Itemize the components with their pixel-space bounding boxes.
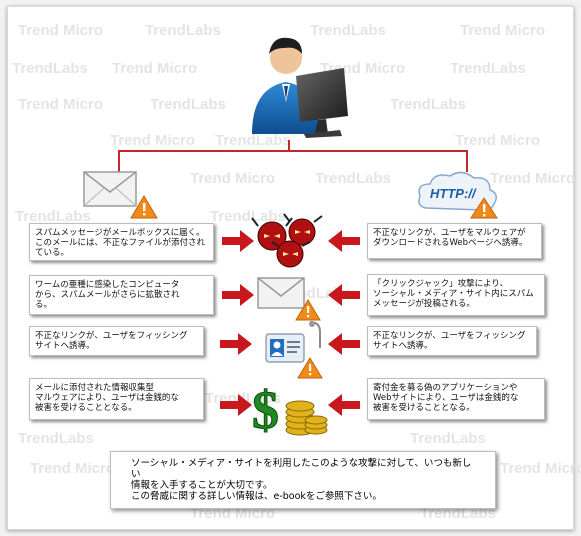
mail-warning-icon	[257, 277, 321, 321]
right-step-4-box: 寄付金を募る偽のアプリケーションや Webサイトにより、ユーザは金銭的な 被害を…	[367, 378, 545, 420]
arrow-right-icon	[222, 284, 254, 306]
bottom-note-box: ソーシャル・メディア・サイトを利用したこのような攻撃に対して、いつも新しい 情報…	[110, 451, 496, 509]
http-cloud-icon: HTTP://	[418, 171, 498, 219]
svg-text:$: $	[252, 380, 279, 438]
right-step-2-box: 「クリックジャック」攻撃により、 ソーシャル・メディア・サイト内にスパム メッセ…	[367, 274, 545, 316]
money-coins-icon: $	[252, 380, 328, 438]
arrow-right-icon	[220, 394, 252, 416]
right-step-1-box: 不正なリンクが、ユーザをマルウェアが ダウンロードされるWebページへ誘導。	[367, 223, 542, 259]
left-step-2-box: ワームの亜種に感染したコンピュータ から、スパムメールがさらに拡散され る。	[29, 275, 214, 315]
right-step-3-box: 不正なリンクが、ユーザをフィッシング サイトへ誘導。	[367, 326, 537, 356]
user-computer-icon	[252, 37, 348, 138]
left-step-4-box: メールに添付された情報収集型 マルウェアにより、ユーザは金銭的な 被害を受けるこ…	[29, 378, 204, 420]
arrow-left-icon	[328, 284, 360, 306]
left-step-3-box: 不正なリンクが、ユーザをフィッシング サイトへ誘導。	[29, 326, 204, 356]
arrow-right-icon	[220, 333, 252, 355]
arrow-left-icon	[328, 230, 360, 252]
http-label: HTTP://	[430, 186, 477, 201]
arrow-left-icon	[328, 394, 360, 416]
connector-line	[288, 140, 290, 152]
arrow-left-icon	[328, 333, 360, 355]
connector-line	[118, 150, 120, 172]
left-step-1-box: スパムメッセージがメールボックスに届く。 このメールには、不正なファイルが添付さ…	[29, 223, 214, 261]
fake-profile-icon	[265, 321, 323, 379]
mail-warning-icon	[83, 171, 158, 219]
connector-line	[118, 150, 468, 152]
arrow-right-icon	[222, 230, 254, 252]
malware-bugs-icon	[251, 213, 323, 268]
connector-line	[466, 150, 468, 172]
